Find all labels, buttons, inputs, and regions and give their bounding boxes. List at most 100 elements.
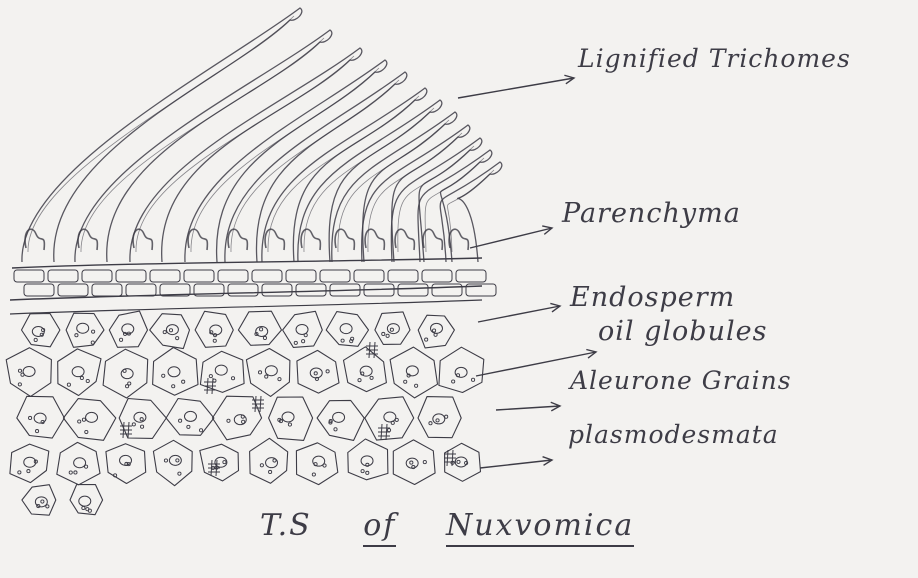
aleurone-grain	[21, 373, 24, 376]
oil-globule	[384, 412, 396, 422]
aleurone-grain	[140, 418, 143, 421]
aleurone-grain	[382, 332, 385, 335]
aleurone-grain	[294, 341, 297, 344]
endosperm-cell	[365, 397, 414, 440]
label-aleurone-grains: Aleurone Grains	[570, 366, 792, 395]
aleurone-grain	[445, 415, 448, 418]
aleurone-grain	[387, 429, 390, 432]
aleurone-grain	[46, 505, 49, 508]
parenchyma-cell	[262, 284, 292, 296]
aleurone-grain	[390, 328, 393, 331]
aleurone-grain	[278, 378, 281, 381]
aleurone-grain	[265, 375, 268, 378]
endosperm-cell	[418, 315, 454, 348]
plasmodesmata-mark	[447, 450, 448, 466]
aleurone-grain	[163, 331, 166, 334]
parenchyma-cell	[48, 270, 78, 282]
aleurone-grain	[269, 470, 272, 473]
oil-globule	[79, 496, 91, 506]
plasmodesmata-mark	[386, 424, 387, 440]
label-arrows	[458, 75, 596, 468]
aleurone-grain	[452, 380, 455, 383]
plasmodesmata-mark	[211, 460, 212, 476]
aleurone-grain	[34, 338, 37, 341]
endosperm-cell	[166, 399, 214, 436]
endosperm-cell	[57, 442, 100, 484]
aleurone-grain	[312, 473, 315, 476]
oil-globule	[168, 367, 180, 377]
endosperm-cell	[63, 399, 115, 441]
plasmodesmata-mark	[374, 342, 375, 358]
aleurone-grain	[86, 379, 89, 382]
endosperm-cell	[269, 397, 313, 440]
parenchyma-cell	[252, 270, 282, 282]
aleurone-grain	[304, 334, 307, 337]
label-oil-globules: oil globules	[598, 316, 767, 347]
oil-globule	[215, 365, 227, 375]
aleurone-grain	[35, 429, 38, 432]
plasmodesmata-mark	[369, 342, 370, 358]
aleurone-grain	[140, 425, 143, 428]
aleurone-grain	[119, 338, 122, 341]
plasmodesmata-mark	[216, 460, 217, 476]
endosperm-cell	[22, 485, 56, 516]
plasmodesmata-mark	[123, 422, 124, 438]
oil-globule	[77, 323, 89, 333]
title-specimen-name: Nuxvomica	[446, 508, 634, 547]
aleurone-grain	[67, 383, 70, 386]
endosperm-cell	[250, 438, 288, 483]
endosperm-cell	[393, 440, 435, 485]
endosperm-cell	[344, 347, 387, 392]
trichome-hair	[75, 30, 332, 262]
parenchyma-cell	[320, 270, 350, 282]
parenchyma-cell	[422, 270, 452, 282]
endosperm-cell	[348, 439, 388, 480]
endosperm-cell	[17, 396, 65, 438]
oil-globule	[310, 368, 322, 378]
aleurone-grain	[361, 470, 364, 473]
parenchyma-lower-line	[10, 300, 482, 314]
label-plasmodesmata: plasmodesmata	[568, 420, 779, 449]
endosperm-cell	[390, 347, 437, 398]
endosperm-cell	[10, 444, 49, 483]
aleurone-grain	[432, 329, 435, 332]
parenchyma-mid-line	[10, 286, 482, 300]
endosperm-layer	[6, 311, 484, 515]
arrow-plasmodesmata	[480, 460, 552, 468]
endosperm-cell	[22, 314, 60, 347]
aleurone-grain	[410, 461, 413, 464]
aleurone-grain	[260, 464, 263, 467]
endosperm-cell	[106, 444, 146, 484]
diagram-title: T.S of Nuxvomica	[260, 508, 634, 547]
endosperm-cell	[212, 396, 261, 440]
endosperm-cell	[103, 349, 148, 398]
aleurone-grain	[182, 380, 185, 383]
endosperm-cell	[418, 397, 461, 438]
endosperm-cell	[58, 349, 101, 396]
aleurone-grain	[326, 370, 329, 373]
aleurone-grain	[209, 375, 212, 378]
parenchyma-cell	[92, 284, 122, 296]
aleurone-grain	[314, 372, 317, 375]
aleurone-grain	[258, 371, 261, 374]
endosperm-cell	[6, 348, 51, 397]
parenchyma-cell	[184, 270, 214, 282]
parenchyma-cell	[116, 270, 146, 282]
aleurone-grain	[28, 416, 31, 419]
aleurone-grain	[178, 472, 181, 475]
aleurone-grain	[75, 334, 78, 337]
parenchyma-cell	[286, 270, 316, 282]
aleurone-grain	[27, 469, 30, 472]
aleurone-grain	[242, 420, 245, 423]
endosperm-cell	[283, 311, 323, 347]
oil-globule	[430, 323, 442, 333]
aleurone-grain	[334, 428, 337, 431]
parenchyma-cell	[218, 270, 248, 282]
endosperm-cell	[439, 347, 484, 392]
trichome-lumen	[368, 133, 462, 252]
oil-globule	[333, 412, 345, 422]
parenchyma-cell	[296, 284, 326, 296]
aleurone-grain	[172, 385, 175, 388]
